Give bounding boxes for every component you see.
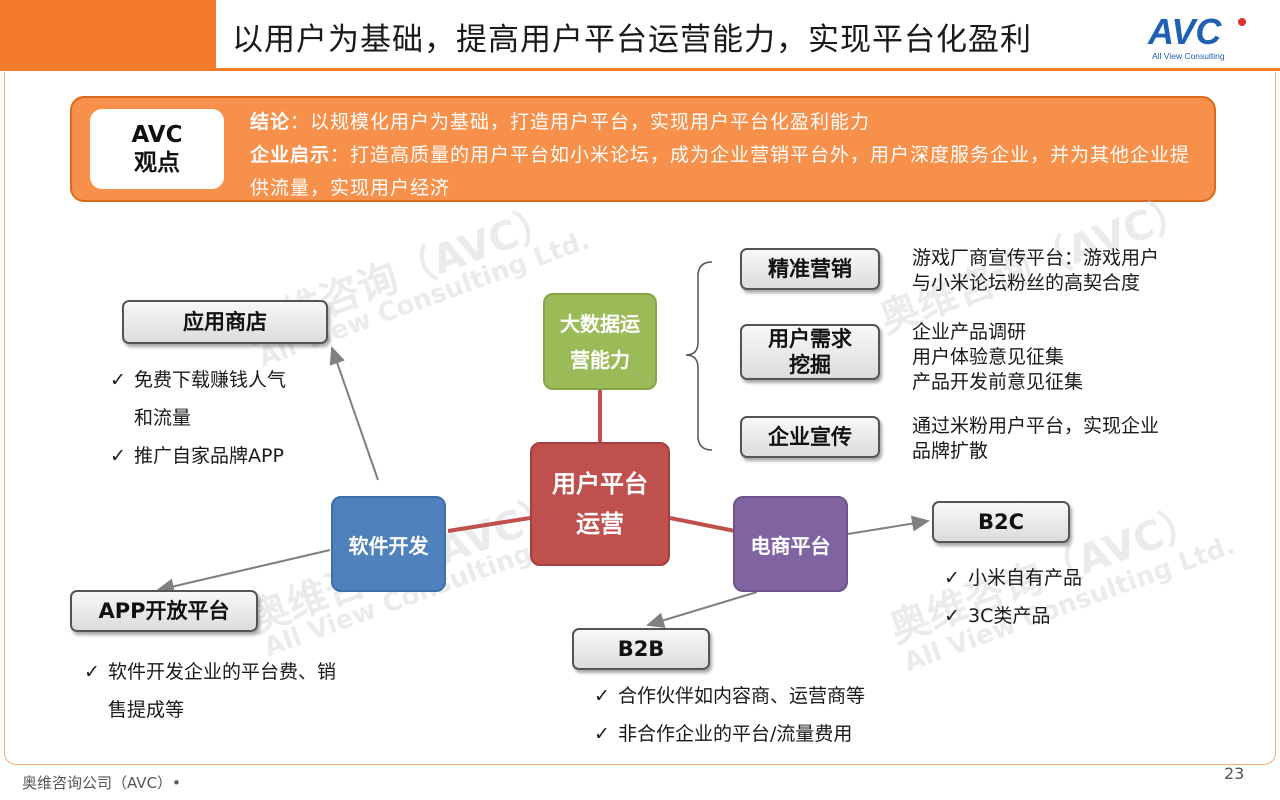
hub-software-dev: 软件开发 xyxy=(331,496,446,592)
app-store-item: ✓推广自家品牌APP xyxy=(110,445,284,467)
footer-company: 奥维咨询公司（AVC）• xyxy=(22,774,181,792)
b2c-item: ✓小米自有产品 xyxy=(944,567,1083,589)
b2c-box: B2C xyxy=(932,501,1070,543)
hub-big-data-line1: 大数据运 xyxy=(560,311,640,336)
banner-text: 结论：以规模化用户为基础，打造用户平台，实现用户平台化盈利能力 企业启示：打造高… xyxy=(250,106,1200,205)
logo-text: AVC xyxy=(1147,12,1222,52)
avc-viewpoint-banner xyxy=(70,96,1216,202)
hub-ecommerce: 电商平台 xyxy=(733,496,848,592)
content-frame xyxy=(4,72,1276,765)
app-store-item: ✓免费下载赚钱人气 xyxy=(110,369,287,391)
precision-marketing-box: 精准营销 xyxy=(740,248,880,290)
hub-big-data: 大数据运 营能力 xyxy=(543,293,657,390)
hub-big-data-line2: 营能力 xyxy=(570,347,630,372)
page-number: 23 xyxy=(1224,764,1245,783)
precision-marketing-desc: 游戏厂商宣传平台：游戏用户与小米论坛粉丝的高契合度 xyxy=(912,247,1160,294)
user-needs-mining-box: 用户需求 挖掘 xyxy=(740,324,880,380)
center-hub-line2: 运营 xyxy=(576,510,624,538)
conclusion-text: ：以规模化用户为基础，打造用户平台，实现用户平台化盈利能力 xyxy=(290,111,871,133)
page-title: 以用户为基础，提高用户平台运营能力，实现平台化盈利 xyxy=(232,22,1032,58)
enterprise-publicity-desc: 通过米粉用户平台，实现企业品牌扩散 xyxy=(912,415,1160,462)
user-needs-mining-desc: 企业产品调研用户体验意见征集产品开发前意见征集 xyxy=(912,321,1084,393)
b2b-item: ✓合作伙伴如内容商、运营商等 xyxy=(594,685,866,707)
avc-label-line2: 观点 xyxy=(134,150,180,176)
app-open-item: ✓软件开发企业的平台费、销 xyxy=(84,661,337,683)
enterprise-publicity-box: 企业宣传 xyxy=(740,416,880,458)
center-hub-line1: 用户平台 xyxy=(552,470,648,498)
avc-logo: AVC All View Consulting xyxy=(1146,11,1254,62)
app-store-item: 和流量 xyxy=(134,407,192,429)
b2b-box: B2B xyxy=(572,628,710,670)
avc-viewpoint-label: AVC 观点 xyxy=(90,109,224,189)
insight-text: ：打造高质量的用户平台如小米论坛，成为企业营销平台外，用户深度服务企业，并为其他… xyxy=(250,144,1191,199)
conclusion-label: 结论 xyxy=(250,111,291,133)
app-store-box: 应用商店 xyxy=(122,300,328,344)
header-accent-bar xyxy=(0,0,216,68)
insight-label: 企业启示 xyxy=(250,144,331,166)
app-open-platform-box: APP开放平台 xyxy=(70,590,258,632)
logo-subtitle: All View Consulting xyxy=(1152,51,1225,61)
avc-label-line1: AVC xyxy=(131,122,183,148)
center-hub-user-platform: 用户平台 运营 xyxy=(530,442,670,566)
header-divider xyxy=(0,68,1280,71)
b2c-item: ✓3C类产品 xyxy=(944,605,1051,627)
app-open-item: 售提成等 xyxy=(108,699,185,721)
b2b-item: ✓非合作企业的平台/流量费用 xyxy=(594,723,853,745)
